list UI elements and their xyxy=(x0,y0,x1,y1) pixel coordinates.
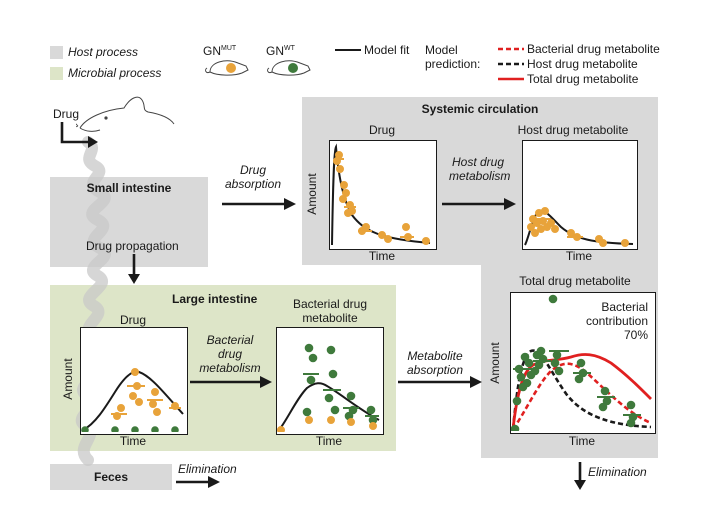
gn-mut-base: GN xyxy=(203,44,221,58)
gn-mut-sup: MUT xyxy=(221,45,237,52)
total-note-line3: 70% xyxy=(623,328,648,342)
legend-bacterial-dash xyxy=(498,47,524,51)
drug-input-arrow xyxy=(60,122,98,148)
feces-title: Feces xyxy=(93,470,129,484)
total-note: Bacterial contribution 70% xyxy=(582,300,648,342)
bacterial-drug-metabolism-label: Bacterial drug metabolism xyxy=(199,333,261,375)
host-drug-metabolism-label: Host drug metabolism xyxy=(449,155,511,183)
legend-model-fit-label: Model fit xyxy=(364,43,410,57)
feces-region xyxy=(50,464,172,490)
total-note-line2: contribution xyxy=(585,314,648,328)
elimination-right-label: Elimination xyxy=(588,465,647,479)
li-drug-ylabel: Amount xyxy=(61,358,75,400)
sys-host-xlabel: Time xyxy=(565,249,593,263)
sys-drug-plot xyxy=(331,143,431,246)
elimination-right-arrow xyxy=(574,462,586,490)
elimination-left-arrow xyxy=(176,476,220,488)
sys-drug-ylabel: Amount xyxy=(305,173,319,215)
sys-host-title: Host drug metabolite xyxy=(517,123,629,137)
drug-absorption-label: Drug absorption xyxy=(224,163,282,191)
legend-microbial-swatch xyxy=(50,67,63,80)
drug-absorption-arrow xyxy=(222,198,296,210)
legend-host-label: Host process xyxy=(68,45,139,59)
legend-gn-wt-label: GNWT xyxy=(266,44,295,58)
total-ylabel: Amount xyxy=(488,342,502,384)
mouse-wt-icon xyxy=(267,60,311,76)
legend-host-swatch xyxy=(50,46,63,59)
metabolite-absorption-label: Metabolite absorption xyxy=(406,349,464,377)
legend-total-label: Total drug metabolite xyxy=(527,72,639,86)
drug-propagation-label: Drug propagation xyxy=(86,239,179,253)
total-plot xyxy=(511,294,652,431)
gn-wt-sup: WT xyxy=(284,45,295,52)
legend-total-line xyxy=(498,77,524,81)
li-drug-title: Drug xyxy=(119,313,146,327)
sys-host-plot xyxy=(524,207,634,247)
elimination-left-label: Elimination xyxy=(178,462,237,476)
mouse-mut-icon xyxy=(205,60,249,76)
small-intestine-region xyxy=(50,177,208,267)
bacterial-metabolism-arrow xyxy=(190,376,272,388)
legend-gn-mut-label: GNMUT xyxy=(203,44,236,58)
total-note-line1: Bacterial xyxy=(601,300,648,314)
drug-input-label: Drug xyxy=(53,107,80,121)
systemic-circulation-title: Systemic circulation xyxy=(421,102,539,116)
legend-microbial-label: Microbial process xyxy=(68,66,162,80)
host-metabolism-arrow xyxy=(442,198,516,210)
li-bact-xlabel: Time xyxy=(315,434,343,448)
mouse-head-illustration xyxy=(76,96,175,132)
legend-model-fit-line xyxy=(335,49,361,51)
total-xlabel: Time xyxy=(568,434,596,448)
legend-host-metabolite-label: Host drug metabolite xyxy=(527,57,638,71)
sys-drug-xlabel: Time xyxy=(368,249,396,263)
large-intestine-title: Large intestine xyxy=(172,292,258,306)
propagation-arrow xyxy=(128,254,140,284)
small-intestine-title: Small intestine xyxy=(86,181,172,195)
li-drug-plot xyxy=(81,368,184,432)
li-drug-xlabel: Time xyxy=(119,434,147,448)
total-title: Total drug metabolite xyxy=(519,274,631,288)
gn-wt-base: GN xyxy=(266,44,284,58)
li-bact-plot xyxy=(277,343,380,432)
legend-host-dash xyxy=(498,62,524,66)
sys-drug-title: Drug xyxy=(368,123,395,137)
legend-bacterial-label: Bacterial drug metabolite xyxy=(527,42,660,56)
legend-model-prediction-label: Model prediction: xyxy=(425,43,481,71)
li-bact-title: Bacterial drug metabolite xyxy=(292,297,368,325)
metabolite-absorption-arrow xyxy=(398,376,482,388)
